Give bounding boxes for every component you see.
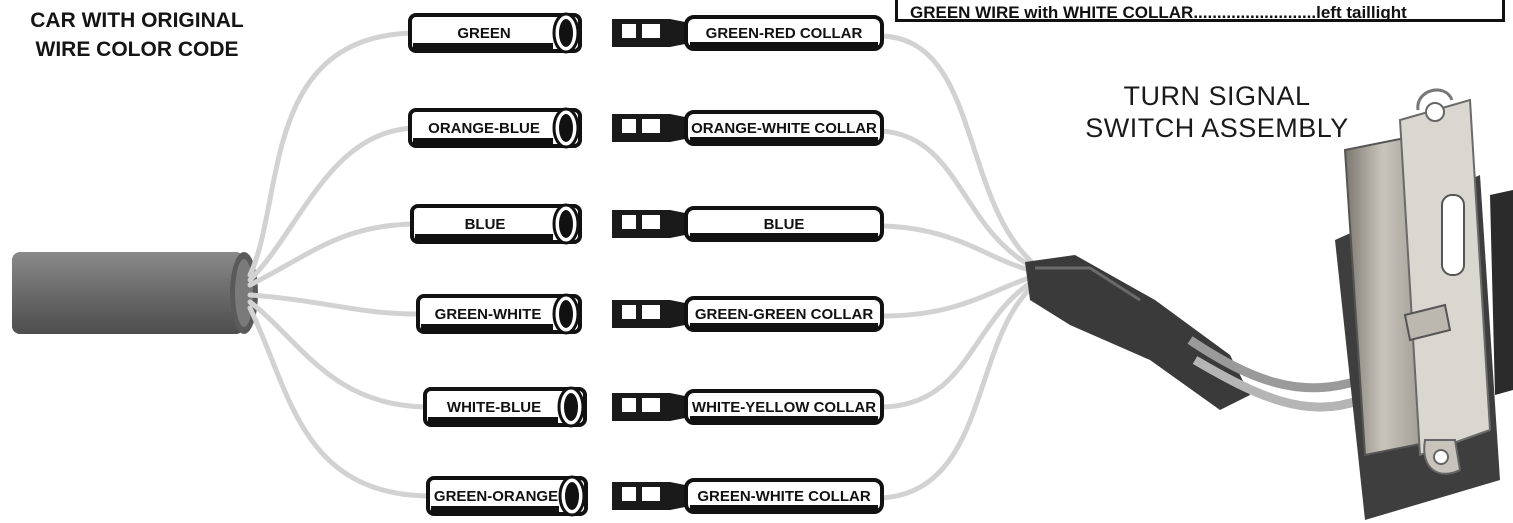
car-connector: BLUE xyxy=(410,203,582,245)
car-connector: ORANGE-BLUE xyxy=(408,107,582,149)
car-connector: GREEN-WHITE xyxy=(416,293,582,335)
switch-assembly-title: TURN SIGNAL SWITCH ASSEMBLY xyxy=(1052,80,1382,144)
switch-connector: BLUE xyxy=(612,206,884,242)
car-wire-label: GREEN-WHITE xyxy=(435,306,542,323)
wire-note-box: GREEN WIRE with WHITE COLLAR............… xyxy=(895,0,1505,22)
switch-connector: ORANGE-WHITE COLLAR xyxy=(612,110,884,146)
switch-wire-label: GREEN-WHITE COLLAR xyxy=(697,488,870,505)
switch-wire-bundle xyxy=(877,33,1038,501)
wire-note-text: GREEN WIRE with WHITE COLLAR............… xyxy=(910,3,1407,22)
car-title-line1: CAR WITH ORIGINAL xyxy=(30,9,244,32)
car-cable-sheath xyxy=(12,252,258,334)
switch-wire-label: ORANGE-WHITE COLLAR xyxy=(691,120,877,137)
car-connector: GREEN xyxy=(408,12,582,54)
switch-wire-label: GREEN-RED COLLAR xyxy=(706,25,863,42)
car-wire-label: ORANGE-BLUE xyxy=(428,120,540,137)
switch-connector: GREEN-RED COLLAR xyxy=(612,15,884,51)
turn-signal-switch xyxy=(1335,88,1513,520)
switch-wire-label: WHITE-YELLOW COLLAR xyxy=(692,399,876,416)
switch-connectors: GREEN-RED COLLAR ORANGE-WHITE COLLAR BLUE G… xyxy=(612,15,884,514)
switch-wire-label: GREEN-GREEN COLLAR xyxy=(695,306,874,323)
car-wire-bundle xyxy=(247,30,433,499)
car-connector: GREEN-ORANGE xyxy=(426,475,588,517)
car-wire-label: GREEN xyxy=(457,25,510,42)
car-connectors: GREEN ORANGE-BLUE BLUE GREEN-WHITE WHITE-BLU… xyxy=(408,12,588,517)
switch-wire-label: BLUE xyxy=(764,216,805,233)
car-wiring-title: CAR WITH ORIGINAL WIRE COLOR CODE xyxy=(2,6,272,64)
car-wire-label: WHITE-BLUE xyxy=(447,399,541,416)
car-connector: WHITE-BLUE xyxy=(423,386,587,428)
switch-title-line1: TURN SIGNAL xyxy=(1123,81,1311,111)
car-wire-label: GREEN-ORANGE xyxy=(434,488,558,505)
switch-connector: GREEN-GREEN COLLAR xyxy=(612,296,884,332)
car-title-line2: WIRE COLOR CODE xyxy=(35,38,239,61)
switch-title-line2: SWITCH ASSEMBLY xyxy=(1085,113,1349,143)
switch-connector: GREEN-WHITE COLLAR xyxy=(612,478,884,514)
switch-harness-tape xyxy=(1025,255,1362,412)
car-wire-label: BLUE xyxy=(465,216,506,233)
switch-connector: WHITE-YELLOW COLLAR xyxy=(612,389,884,425)
